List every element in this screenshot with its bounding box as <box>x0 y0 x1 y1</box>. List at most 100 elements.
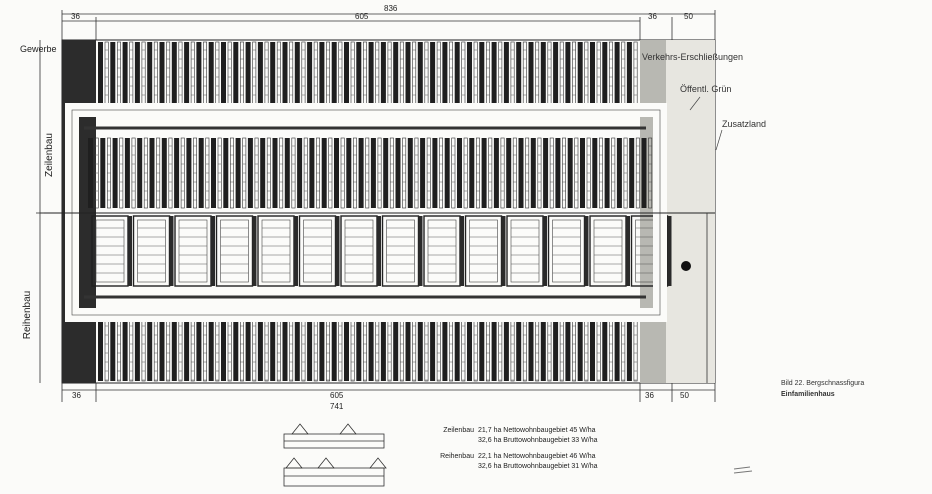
terrace-block-inner <box>427 219 457 283</box>
building-row <box>407 138 413 208</box>
garden-plot <box>190 317 195 382</box>
garden-plot <box>375 317 380 382</box>
garden-plot <box>141 41 146 107</box>
dim-bottom-right-b: 50 <box>680 391 689 400</box>
garden-plot <box>289 41 294 107</box>
building-row <box>208 318 214 381</box>
building-row <box>616 138 622 208</box>
terrace-separator <box>335 216 340 286</box>
stats-reihenbau-line1: 22,1 ha Nettowohnbaugebiet 46 W/ha <box>478 453 596 460</box>
building-row <box>503 318 509 381</box>
leader-gruen <box>689 96 701 111</box>
building-row <box>469 138 475 208</box>
building-row <box>257 318 263 381</box>
reihenbau-block-bottom <box>98 317 638 382</box>
stats-spacer-2 <box>432 462 474 472</box>
building-row <box>257 42 263 106</box>
building-row <box>319 42 325 106</box>
stats-zeilenbau-line2: 32,6 ha Bruttowohnbaugebiet 33 W/ha <box>478 437 598 444</box>
garden-plot <box>596 317 601 382</box>
building-row <box>270 42 276 106</box>
garden-plot <box>375 41 380 107</box>
building-row <box>294 318 300 381</box>
building-row <box>540 318 546 381</box>
building-row <box>555 138 561 208</box>
building-row <box>110 42 116 106</box>
terrace-block <box>174 215 212 287</box>
stats-reihenbau-row2: 32,6 ha Bruttowohnbaugebiet 31 W/ha <box>432 462 597 472</box>
building-row <box>344 318 349 381</box>
garden-plot <box>215 317 220 382</box>
building-row <box>602 318 608 381</box>
building-row <box>122 42 128 106</box>
terrace-block-inner <box>220 219 249 283</box>
garden-plot <box>547 41 552 107</box>
margin-mark-2 <box>733 470 753 474</box>
building-row <box>331 42 337 106</box>
building-row <box>368 42 374 106</box>
garden-plot <box>276 317 281 382</box>
building-row <box>184 318 190 381</box>
terrace-separator <box>294 216 298 286</box>
building-row <box>358 138 364 208</box>
left-dimension-line <box>36 40 44 383</box>
building-row <box>380 42 386 106</box>
terrace-block <box>257 215 295 287</box>
terrace-block-inner <box>303 219 332 283</box>
garden-plot <box>129 317 134 382</box>
building-row <box>614 318 620 381</box>
building-row <box>159 42 165 106</box>
building-row <box>553 318 559 381</box>
terrace-separator <box>501 216 506 286</box>
building-row <box>405 318 411 381</box>
terrace-block <box>91 215 129 287</box>
garden-plot <box>412 317 417 382</box>
building-row <box>321 138 327 208</box>
building-row <box>282 42 288 106</box>
garden-plot <box>129 41 134 107</box>
garden-plot <box>559 317 564 382</box>
terrace-separator <box>128 216 132 286</box>
garden-plot <box>301 317 306 382</box>
garden-plot <box>485 41 490 107</box>
garden-plot <box>166 41 171 107</box>
terrace-separator <box>667 216 672 286</box>
garden-plot <box>436 41 441 107</box>
building-row <box>444 138 450 208</box>
terrace-block-inner <box>510 219 540 283</box>
building-row <box>98 318 103 381</box>
building-row <box>430 42 436 106</box>
building-row <box>430 318 436 381</box>
stats-reihenbau-label: Reihenbau <box>440 453 474 460</box>
garden-plot <box>584 317 589 382</box>
garden-plot <box>326 41 330 107</box>
garden-plot <box>596 41 601 107</box>
stats-reihenbau-line2: 32,6 ha Bruttowohnbaugebiet 31 W/ha <box>478 463 598 470</box>
label-gewerbe: Gewerbe <box>20 44 57 54</box>
garden-plot <box>510 317 515 382</box>
building-row <box>567 138 573 208</box>
garden-plot <box>276 41 281 107</box>
building-row <box>457 138 462 208</box>
terrace-block-inner <box>178 219 208 283</box>
building-row <box>614 42 620 106</box>
garden-plot <box>350 317 355 382</box>
dim-top-total: 836 <box>384 4 398 13</box>
building-row <box>171 42 177 106</box>
building-row <box>479 42 485 106</box>
building-row <box>147 42 153 106</box>
building-row <box>272 138 278 208</box>
stats-zeilenbau-label: Zeilenbau <box>443 427 474 434</box>
building-row <box>184 42 190 106</box>
dim-bottom-right-a: 36 <box>645 391 654 400</box>
garden-plot <box>412 41 417 107</box>
density-stats: Zeilenbau 21,7 ha Nettowohnbaugebiet 45 … <box>432 426 597 472</box>
garden-plot <box>621 41 626 107</box>
building-row <box>307 42 313 106</box>
garden-plot <box>449 317 453 382</box>
garden-plot <box>522 317 527 382</box>
building-row <box>346 138 352 208</box>
garden-plot <box>215 41 220 107</box>
garden-plot <box>633 317 638 382</box>
building-row <box>481 138 487 208</box>
